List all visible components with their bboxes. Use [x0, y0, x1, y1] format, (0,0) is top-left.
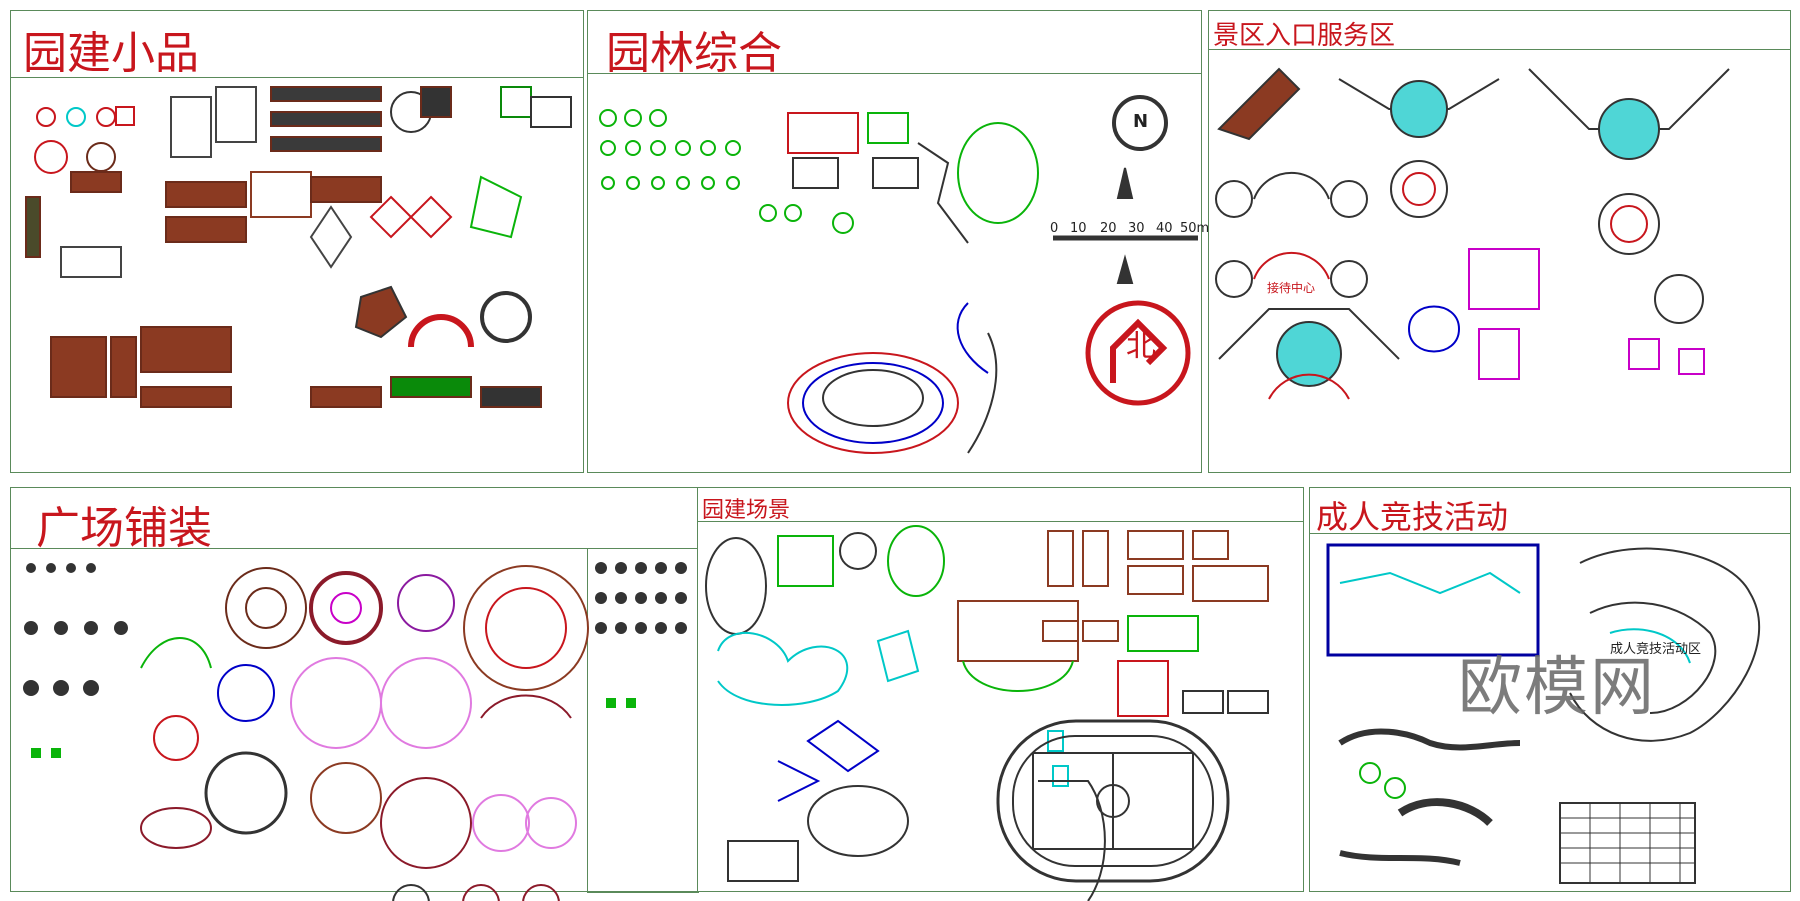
scale-tick-20: 20 — [1100, 221, 1117, 236]
scale-tick-10: 10 — [1070, 221, 1087, 236]
adult-sports-drawing — [1326, 543, 1761, 884]
north-char: 北 — [1126, 329, 1156, 364]
north-letter: N — [1133, 111, 1149, 132]
scale-tick-40: 40 — [1156, 221, 1173, 236]
adult-zone-label: 成人竞技活动区 — [1610, 642, 1702, 657]
scale-tick-30: 30 — [1128, 221, 1145, 236]
scale-tick-0: 0 — [1050, 221, 1059, 236]
garden-features-drawing — [25, 86, 572, 408]
panel-divider — [698, 521, 1303, 522]
landscape-drawing — [599, 95, 1198, 454]
panel-garden-scene: 园建场景 — [697, 487, 1304, 901]
panel-adult-sports: 成人竞技活动 成人竞技活动区 欧模网 — [1309, 487, 1791, 892]
panel-title: 园建小品 — [23, 28, 199, 79]
paving-drawing — [23, 562, 687, 901]
panel-entrance-service: 景区入口服务区 接待中 — [1208, 10, 1791, 473]
panel-divider — [11, 77, 583, 78]
panel-title: 景区入口服务区 — [1213, 21, 1396, 51]
panel-title: 广场铺装 — [36, 503, 212, 554]
panel-divider — [1209, 49, 1790, 50]
panel-garden-features: 园建小品 — [10, 10, 584, 473]
entrance-drawing — [1215, 67, 1730, 400]
panel-title: 成人竞技活动 — [1316, 498, 1509, 536]
panel-plaza-paving: 广场铺装 — [10, 487, 699, 901]
panel-divider — [1310, 533, 1790, 534]
reception-center-label: 接待中心 — [1267, 281, 1316, 295]
panel-divider — [588, 73, 1201, 74]
panel-title: 园林综合 — [606, 28, 782, 79]
panel-landscape-comprehensive: 园林综合 — [587, 10, 1209, 473]
garden-scene-drawing — [705, 525, 1269, 901]
panel-title: 园建场景 — [702, 498, 791, 523]
watermark-logo: 欧模网 — [1458, 651, 1656, 725]
panel-divider — [11, 548, 697, 549]
scale-tick-50m: 50m — [1180, 221, 1210, 236]
